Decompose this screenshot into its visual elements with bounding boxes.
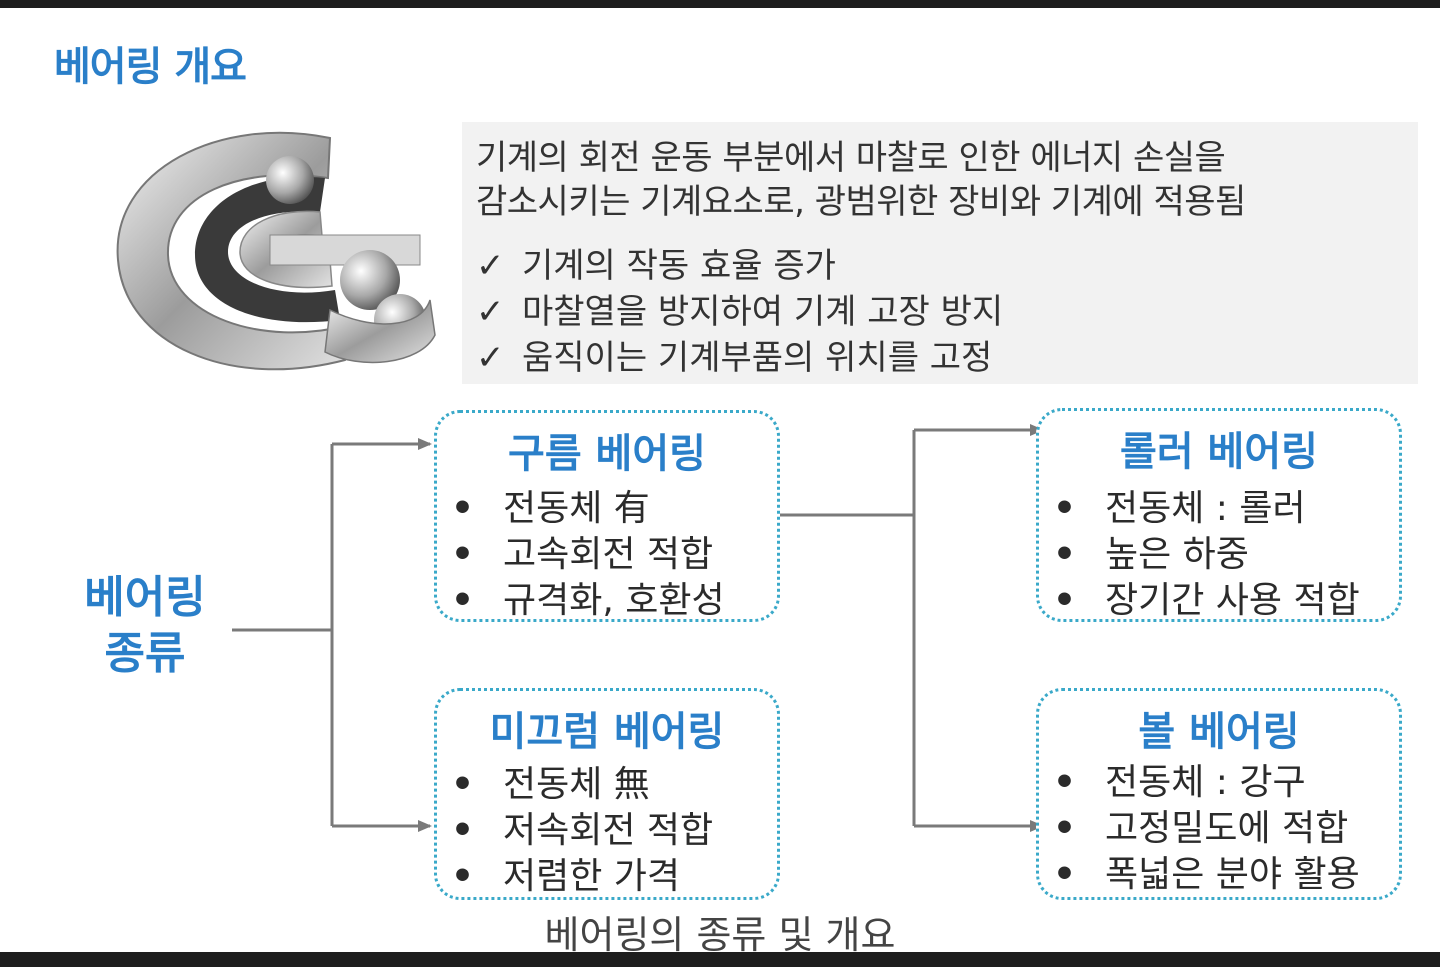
card-item-text: 저속회전 적합 [503, 810, 714, 851]
figure-caption: 베어링의 종류 및 개요 [544, 913, 896, 957]
types-label-line: 베어링 [84, 572, 206, 623]
bullet-icon: • [1053, 580, 1077, 621]
description-line: 감소시키는 기계요소로, 광범위한 장비와 기계에 적용됨 [476, 182, 1246, 222]
card-item-text: 전동체 : 강구 [1105, 762, 1306, 803]
card-title: 볼 베어링 [1138, 709, 1300, 755]
card-item: • 폭넓은 분야 활용 [1053, 845, 1360, 897]
check-icon: ✓ [476, 246, 505, 286]
bearing-types-label: 베어링 종류 [70, 570, 220, 682]
bullet-icon: • [451, 534, 475, 575]
check-icon: ✓ [476, 292, 505, 332]
card-item-text: 전동체 : 롤러 [1105, 488, 1306, 529]
card-item: • 전동체 : 롤러 [1053, 479, 1306, 531]
card-item-text: 규격화, 호환성 [503, 580, 725, 621]
check-item: ✓ 마찰열을 방지하여 기계 고장 방지 [476, 284, 1003, 333]
bullet-icon: • [451, 488, 475, 529]
bullet-icon: • [1053, 762, 1077, 803]
sliding-bearing-card: 미끄럼 베어링 • 전동체 無 • 저속회전 적합 • 저렴한 가격 [434, 688, 780, 900]
description-box: 기계의 회전 운동 부분에서 마찰로 인한 에너지 손실을 감소시키는 기계요소… [462, 122, 1418, 384]
card-item-text: 저렴한 가격 [503, 856, 681, 897]
check-item: ✓ 움직이는 기계부품의 위치를 고정 [476, 330, 992, 379]
description-line: 기계의 회전 운동 부분에서 마찰로 인한 에너지 손실을 [476, 138, 1226, 178]
card-item-text: 전동체 無 [503, 764, 650, 805]
card-item: • 전동체 有 [451, 479, 650, 531]
card-item: • 높은 하중 [1053, 525, 1249, 577]
bottom-border [0, 952, 1440, 967]
check-item-text: 기계의 작동 효율 증가 [522, 246, 836, 286]
card-item: • 장기간 사용 적합 [1053, 571, 1360, 623]
page-title: 베어링 개요 [54, 44, 247, 90]
card-item-text: 장기간 사용 적합 [1105, 580, 1360, 621]
bullet-icon: • [451, 810, 475, 851]
roller-bearing-card: 롤러 베어링 • 전동체 : 롤러 • 높은 하중 • 장기간 사용 적합 [1036, 408, 1402, 622]
card-item: • 고정밀도에 적합 [1053, 799, 1348, 851]
card-title: 미끄럼 베어링 [489, 709, 725, 755]
card-item: • 저렴한 가격 [451, 847, 680, 899]
card-item-text: 높은 하중 [1105, 534, 1249, 575]
bullet-icon: • [1053, 808, 1077, 849]
card-item: • 전동체 無 [451, 755, 650, 807]
card-item: • 전동체 : 강구 [1053, 753, 1306, 805]
bullet-icon: • [451, 764, 475, 805]
card-title: 롤러 베어링 [1120, 429, 1318, 475]
card-item: • 고속회전 적합 [451, 525, 713, 577]
card-item: • 규격화, 호환성 [451, 571, 725, 623]
card-item-text: 폭넓은 분야 활용 [1105, 854, 1360, 895]
card-item-text: 고속회전 적합 [503, 534, 714, 575]
bullet-icon: • [1053, 534, 1077, 575]
types-label-line: 종류 [104, 628, 186, 679]
card-item: • 저속회전 적합 [451, 801, 713, 853]
top-border [0, 0, 1440, 8]
check-icon: ✓ [476, 338, 505, 378]
check-item-text: 움직이는 기계부품의 위치를 고정 [522, 338, 993, 378]
ball-bearing-card: 볼 베어링 • 전동체 : 강구 • 고정밀도에 적합 • 폭넓은 분야 활용 [1036, 688, 1402, 900]
card-title: 구름 베어링 [508, 431, 706, 477]
rolling-bearing-card: 구름 베어링 • 전동체 有 • 고속회전 적합 • 규격화, 호환성 [434, 410, 780, 622]
bearing-illustration [116, 131, 436, 371]
check-item-text: 마찰열을 방지하여 기계 고장 방지 [522, 292, 1004, 332]
card-item-text: 전동체 有 [503, 488, 650, 529]
bullet-icon: • [1053, 488, 1077, 529]
bullet-icon: • [451, 580, 475, 621]
card-item-text: 고정밀도에 적합 [1105, 808, 1349, 849]
check-item: ✓ 기계의 작동 효율 증가 [476, 238, 836, 287]
bullet-icon: • [451, 856, 475, 897]
bullet-icon: • [1053, 854, 1077, 895]
